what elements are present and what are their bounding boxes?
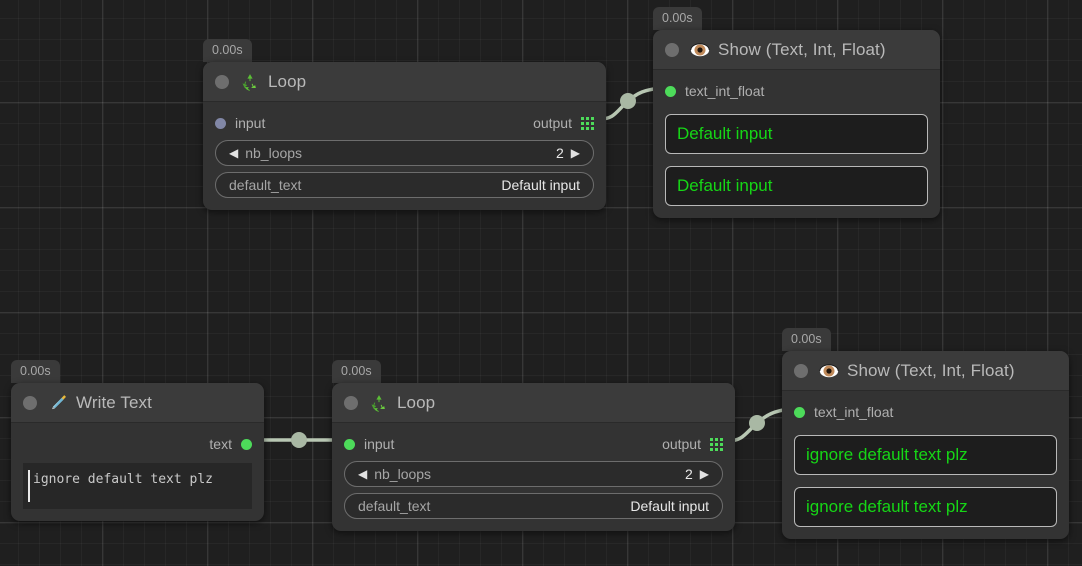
node-status-dot[interactable] xyxy=(794,363,808,378)
recycle-icon xyxy=(240,72,260,92)
node-title: Write Text xyxy=(76,392,152,412)
node-header[interactable]: Show (Text, Int, Float) xyxy=(653,30,940,70)
node-status-dot[interactable] xyxy=(23,395,37,410)
node-body: text ignore default text plz xyxy=(11,423,264,521)
port-row: text xyxy=(23,433,252,455)
recycle-icon xyxy=(369,393,389,413)
output-port-label: text xyxy=(209,436,232,452)
wire-loop-bottom-to-show-bottom xyxy=(727,407,790,443)
node-body: input output ◀ nb_loops 2 ▶ default_text… xyxy=(203,102,606,210)
eye-icon xyxy=(690,40,710,60)
eye-icon xyxy=(819,361,839,381)
field-key: nb_loops xyxy=(245,145,303,161)
input-port-dot[interactable] xyxy=(344,438,355,450)
output-port-label: output xyxy=(662,436,701,452)
input-port-dot[interactable] xyxy=(794,406,805,418)
node-status-dot[interactable] xyxy=(665,42,679,57)
text-input-area[interactable]: ignore default text plz xyxy=(23,463,252,509)
input-port-label: text_int_float xyxy=(814,404,894,420)
input-port-label: input xyxy=(364,436,395,452)
input-port-dot[interactable] xyxy=(665,85,676,97)
port-row: text_int_float xyxy=(665,80,928,102)
wire-loop-top-to-show-top xyxy=(599,86,661,121)
node-timer-badge: 0.00s xyxy=(332,360,381,383)
node-timer-badge: 0.00s xyxy=(11,360,60,383)
node-body: text_int_float ignore default text plz i… xyxy=(782,391,1069,539)
stepper-decrement-icon[interactable]: ◀ xyxy=(229,146,239,160)
display-value-box: ignore default text plz xyxy=(794,435,1057,475)
field-value[interactable]: Default input xyxy=(501,177,580,193)
node-title: Loop xyxy=(397,392,436,412)
input-port-label: input xyxy=(235,115,266,131)
node-header[interactable]: Loop xyxy=(332,383,735,423)
stepper-decrement-icon[interactable]: ◀ xyxy=(358,467,368,481)
text-input-value: ignore default text plz xyxy=(33,472,214,487)
input-port-dot[interactable] xyxy=(215,117,226,129)
port-row: text_int_float xyxy=(794,401,1057,423)
field-nb-loops-stepper[interactable]: ◀ nb_loops 2 ▶ xyxy=(344,461,723,487)
wire-midpoint-dot[interactable] xyxy=(749,415,765,431)
node-show-top[interactable]: Show (Text, Int, Float) text_int_float D… xyxy=(653,30,940,218)
field-key: nb_loops xyxy=(374,466,432,482)
field-nb-loops-stepper[interactable]: ◀ nb_loops 2 ▶ xyxy=(215,140,594,166)
node-status-dot[interactable] xyxy=(215,74,229,89)
port-row: input output xyxy=(215,112,594,134)
node-loop-top[interactable]: Loop input output ◀ nb_loops 2 ▶ default… xyxy=(203,62,606,210)
node-header[interactable]: Loop xyxy=(203,62,606,102)
field-value[interactable]: 2 xyxy=(555,145,564,161)
node-show-bottom[interactable]: Show (Text, Int, Float) text_int_float i… xyxy=(782,351,1069,539)
output-port-dot[interactable] xyxy=(241,438,252,450)
node-title: Show (Text, Int, Float) xyxy=(718,39,886,59)
node-title: Show (Text, Int, Float) xyxy=(847,360,1015,380)
grid-list-icon[interactable] xyxy=(581,116,594,130)
node-header[interactable]: Show (Text, Int, Float) xyxy=(782,351,1069,391)
field-default-text[interactable]: default_text Default input xyxy=(344,493,723,519)
node-title: Loop xyxy=(268,71,307,91)
node-header[interactable]: Write Text xyxy=(11,383,264,423)
field-value[interactable]: Default input xyxy=(630,498,709,514)
node-body: text_int_float Default input Default inp… xyxy=(653,70,940,218)
grid-list-icon[interactable] xyxy=(710,437,723,451)
display-value-box: Default input xyxy=(665,114,928,154)
node-timer-badge: 0.00s xyxy=(653,7,702,30)
node-timer-badge: 0.00s xyxy=(782,328,831,351)
pen-nib-icon xyxy=(48,393,68,413)
display-value-box: Default input xyxy=(665,166,928,206)
field-key: default_text xyxy=(229,177,302,193)
wire-midpoint-dot[interactable] xyxy=(620,93,636,109)
node-timer-badge: 0.00s xyxy=(203,39,252,62)
output-port-label: output xyxy=(533,115,572,131)
display-value-box: ignore default text plz xyxy=(794,487,1057,527)
node-body: input output ◀ nb_loops 2 ▶ default_text… xyxy=(332,423,735,531)
stepper-increment-icon[interactable]: ▶ xyxy=(699,467,709,481)
node-write-text[interactable]: Write Text text ignore default text plz xyxy=(11,383,264,521)
node-loop-bottom[interactable]: Loop input output ◀ nb_loops 2 ▶ default… xyxy=(332,383,735,531)
field-default-text[interactable]: default_text Default input xyxy=(215,172,594,198)
stepper-increment-icon[interactable]: ▶ xyxy=(570,146,580,160)
field-key: default_text xyxy=(358,498,431,514)
text-cursor xyxy=(28,470,30,502)
wire-midpoint-dot[interactable] xyxy=(291,432,307,448)
field-value[interactable]: 2 xyxy=(684,466,693,482)
input-port-label: text_int_float xyxy=(685,83,765,99)
port-row: input output xyxy=(344,433,723,455)
node-status-dot[interactable] xyxy=(344,395,358,410)
